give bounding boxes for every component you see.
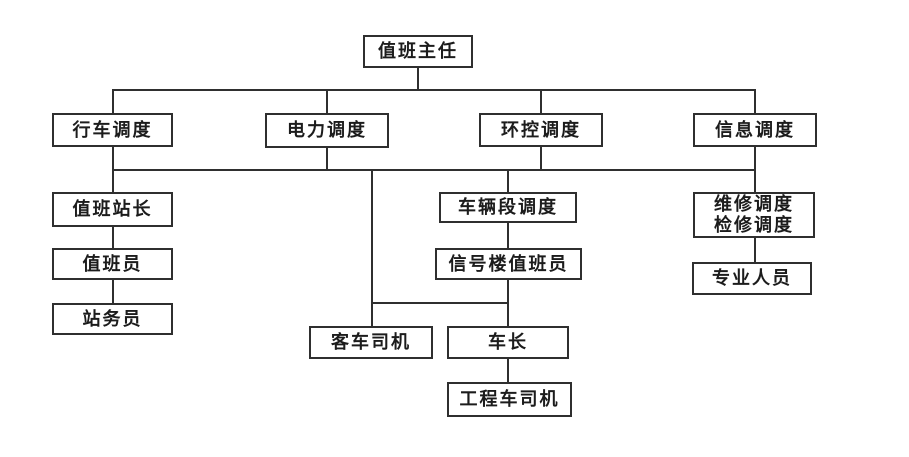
node-label-maintenance-dispatch-line1: 维修调度 xyxy=(714,194,794,215)
node-train-captain: 车长 xyxy=(447,326,569,359)
node-maintenance-dispatch: 维修调度检修调度 xyxy=(693,192,815,238)
node-depot-dispatch: 车辆段调度 xyxy=(439,192,577,223)
connector-drop-passenger-driver xyxy=(371,170,373,326)
node-label-info-dispatch: 信息调度 xyxy=(715,119,795,140)
node-env-control-dispatch: 环控调度 xyxy=(479,113,603,147)
node-label-engineering-car-driver: 工程车司机 xyxy=(459,389,560,410)
connector-link-officer-to-staff xyxy=(112,280,114,303)
connector-drop-info-dispatch xyxy=(754,90,756,113)
node-passenger-train-driver: 客车司机 xyxy=(309,326,433,359)
connector-link-master-to-officer xyxy=(112,227,114,248)
connector-link-maintenance-to-pro xyxy=(754,238,756,262)
connector-link-captain-to-engineering xyxy=(507,359,509,382)
node-train-dispatch: 行车调度 xyxy=(52,113,173,147)
node-label-depot-dispatch: 车辆段调度 xyxy=(458,197,558,218)
connector-bus-row2 xyxy=(112,169,756,171)
node-label-duty-officer: 值班员 xyxy=(82,253,143,274)
node-label-train-dispatch: 行车调度 xyxy=(72,119,153,140)
node-signal-tower-duty-officer: 信号楼值班员 xyxy=(435,248,582,280)
connector-riser-info-dispatch xyxy=(754,147,756,170)
node-label-env-control-dispatch: 环控调度 xyxy=(501,119,581,140)
node-label-professional-personnel: 专业人员 xyxy=(712,268,792,289)
node-engineering-car-driver: 工程车司机 xyxy=(447,382,572,417)
node-duty-director: 值班主任 xyxy=(363,35,473,68)
node-label-train-captain: 车长 xyxy=(488,332,528,353)
node-station-staff: 站务员 xyxy=(52,303,173,335)
connector-drop-env-dispatch xyxy=(540,90,542,113)
connector-riser-duty-director xyxy=(417,68,419,90)
node-info-dispatch: 信息调度 xyxy=(693,113,817,147)
connector-drop-maintenance-dispatch xyxy=(754,170,756,192)
node-label-duty-director: 值班主任 xyxy=(378,41,458,62)
connector-branch-driver-captain xyxy=(371,302,509,304)
connector-drop-power-dispatch xyxy=(326,90,328,113)
node-duty-officer: 值班员 xyxy=(52,248,173,280)
connector-riser-power-dispatch xyxy=(326,148,328,170)
node-label-passenger-train-driver: 客车司机 xyxy=(331,332,411,353)
connector-drop-depot-dispatch xyxy=(507,170,509,192)
node-power-dispatch: 电力调度 xyxy=(265,113,389,148)
node-label-signal-tower-duty-officer: 信号楼值班员 xyxy=(448,253,569,274)
connector-drop-duty-station-master xyxy=(112,170,114,192)
connector-riser-train-dispatch xyxy=(112,147,114,170)
node-label-duty-station-master: 值班站长 xyxy=(72,199,153,220)
node-professional-personnel: 专业人员 xyxy=(692,262,812,295)
node-duty-station-master: 值班站长 xyxy=(52,192,173,227)
node-label-station-staff: 站务员 xyxy=(82,308,143,329)
connector-drop-train-dispatch xyxy=(112,90,114,113)
connector-bus-row1 xyxy=(112,89,756,91)
connector-link-depot-to-signal xyxy=(507,223,509,248)
node-label-power-dispatch: 电力调度 xyxy=(287,120,367,141)
node-label-maintenance-dispatch-line2: 检修调度 xyxy=(714,215,794,235)
connector-riser-env-dispatch xyxy=(540,147,542,170)
